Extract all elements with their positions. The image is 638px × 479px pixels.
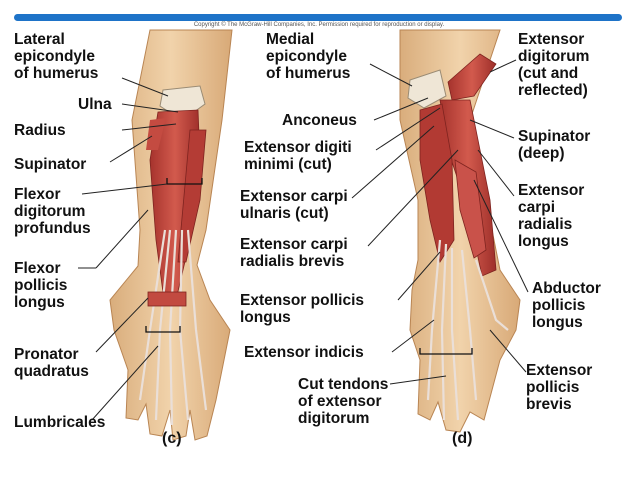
- label-flexor-pollicis-longus: Flexor pollicis longus: [14, 260, 68, 311]
- label-supinator: Supinator: [14, 156, 87, 173]
- panel-label-d: (d): [452, 430, 473, 447]
- label-extensor-carpi-radialis-longus: Extensor carpi radialis longus: [518, 182, 585, 250]
- label-cut-tendons: Cut tendons of extensor digitorum: [298, 376, 389, 427]
- tendons-d: [426, 239, 509, 421]
- leader-lines-c: [78, 77, 179, 421]
- label-extensor-digitorum: Extensor digitorum (cut and reflected): [518, 31, 590, 99]
- label-extensor-pollicis-brevis: Extensor pollicis brevis: [526, 362, 593, 413]
- label-radius: Radius: [14, 122, 66, 139]
- muscle-d-ulnaris: [419, 103, 455, 264]
- olecranon-d: [407, 69, 447, 109]
- muscle-d-extensor-digitorum: [447, 53, 497, 101]
- figure-c-anterior-forearm: [109, 29, 233, 441]
- label-anconeus: Anconeus: [282, 112, 357, 129]
- tendons-c: [138, 229, 208, 426]
- top-accent-bar: [14, 14, 622, 21]
- leader-lines-d: [351, 59, 529, 385]
- label-supinator-deep: Supinator (deep): [518, 128, 591, 162]
- label-extensor-carpi-radialis-brevis: Extensor carpi radialis brevis: [240, 236, 348, 270]
- label-ulna: Ulna: [78, 96, 112, 113]
- label-extensor-indicis: Extensor indicis: [244, 344, 364, 361]
- label-extensor-pollicis-longus: Extensor pollicis longus: [240, 292, 365, 326]
- copyright-notice: Copyright © The McGraw-Hill Companies, I…: [193, 22, 445, 28]
- panel-label-c: (c): [162, 430, 182, 447]
- label-lateral-epicondyle: Lateral epicondyle of humerus: [14, 31, 99, 82]
- label-flexor-digitorum-profundus: Flexor digitorum profundus: [14, 186, 91, 237]
- muscle-c-pronator-quadratus: [147, 291, 187, 307]
- label-lumbricales: Lumbricales: [14, 414, 106, 431]
- muscle-c-pollicis: [177, 129, 207, 263]
- muscle-d-abductor: [454, 159, 487, 259]
- figure-d-posterior-forearm: [399, 29, 521, 433]
- label-medial-epicondyle: Medial epicondyle of humerus: [266, 31, 351, 82]
- label-abductor-pollicis-longus: Abductor pollicis longus: [532, 280, 601, 331]
- label-pronator-quadratus: Pronator quadratus: [14, 346, 89, 380]
- label-extensor-digiti-minimi: Extensor digiti minimi (cut): [244, 139, 352, 173]
- label-extensor-carpi-ulnaris: Extensor carpi ulnaris (cut): [240, 188, 348, 222]
